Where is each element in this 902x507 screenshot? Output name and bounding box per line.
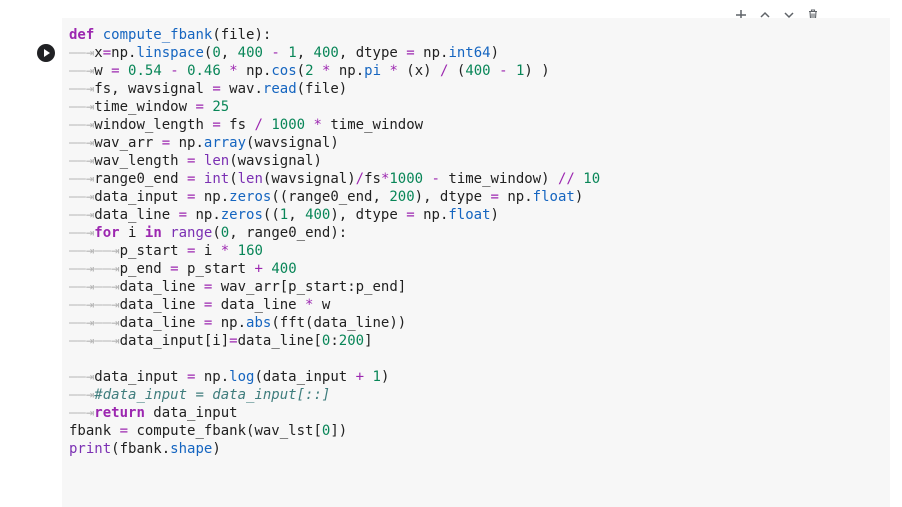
code-line: ——⇥x=np.linspace(0, 400 - 1, 400, dtype … bbox=[69, 45, 500, 61]
scrollbar-gutter bbox=[890, 0, 902, 507]
code-line: def compute_fbank(file): bbox=[69, 27, 272, 43]
chevron-up-icon bbox=[760, 11, 770, 18]
code-line: ——⇥time_window = 25 bbox=[69, 99, 230, 115]
code-line bbox=[69, 350, 600, 368]
code-line: ——⇥——⇥data_line = np.abs(fft(data_line)) bbox=[69, 315, 407, 331]
code-line: ——⇥data_input = np.log(data_input + 1) bbox=[69, 369, 390, 385]
code-line: ——⇥——⇥data_input[i]=data_line[0:200] bbox=[69, 333, 373, 349]
code-line: ——⇥wav_length = len(wavsignal) bbox=[69, 153, 322, 169]
code-editor[interactable] bbox=[62, 18, 890, 507]
code-line: ——⇥——⇥data_line = data_line * w bbox=[69, 297, 331, 313]
move-cell-down-button[interactable] bbox=[780, 6, 798, 24]
code-line: ——⇥window_length = fs / 1000 * time_wind… bbox=[69, 117, 424, 133]
code-line: ——⇥range0_end = int(len(wavsignal)/fs*10… bbox=[69, 171, 601, 187]
code-line: ——⇥wav_arr = np.array(wavsignal) bbox=[69, 135, 339, 151]
code-line: print(fbank.shape) bbox=[69, 441, 221, 457]
code-line: fbank = compute_fbank(wav_lst[0]) bbox=[69, 423, 348, 439]
code-line: ——⇥return data_input bbox=[69, 405, 238, 421]
code-line: ——⇥data_line = np.zeros((1, 400), dtype … bbox=[69, 207, 499, 223]
code-cell[interactable]: def compute_fbank(file): ——⇥x=np.linspac… bbox=[0, 18, 890, 507]
code-line: ——⇥w = 0.54 - 0.46 * np.cos(2 * np.pi * … bbox=[69, 63, 550, 79]
chevron-down-icon bbox=[784, 12, 794, 19]
code-line: ——⇥——⇥data_line = wav_arr[p_start:p_end] bbox=[69, 279, 407, 295]
code-text[interactable]: def compute_fbank(file): ——⇥x=np.linspac… bbox=[69, 26, 600, 458]
move-cell-up-button[interactable] bbox=[756, 6, 774, 24]
code-line: ——⇥data_input = np.zeros((range0_end, 20… bbox=[69, 189, 584, 205]
run-cell-button[interactable] bbox=[37, 44, 55, 62]
code-line: ——⇥——⇥p_start = i * 160 bbox=[69, 243, 263, 259]
code-line: ——⇥——⇥p_end = p_start + 400 bbox=[69, 261, 297, 277]
code-line: ——⇥#data_input = data_input[::] bbox=[69, 387, 331, 403]
code-line: ——⇥for i in range(0, range0_end): bbox=[69, 225, 348, 241]
code-line: ——⇥fs, wavsignal = wav.read(file) bbox=[69, 81, 348, 97]
